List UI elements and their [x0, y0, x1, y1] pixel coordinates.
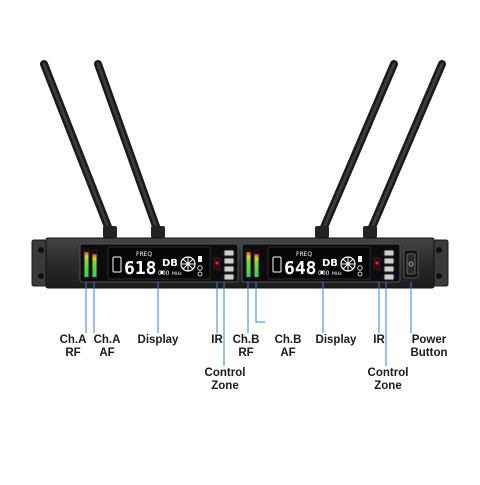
- power-icon: [408, 261, 414, 267]
- ch-b-mic-icon: [358, 256, 362, 262]
- ch-a-db-label: DB: [162, 258, 178, 269]
- callout-control-zone-b: Control Zone: [367, 367, 409, 392]
- ch-a-display: FREQ 618. DB 000 MHz: [107, 246, 211, 280]
- callout-display-a: Display: [137, 334, 179, 346]
- ch-b-control-button-3[interactable]: [383, 265, 395, 273]
- callout-ch-b-rf: Ch.B RF: [232, 334, 260, 359]
- callout-ch-a-af: Ch.A AF: [93, 334, 121, 359]
- callout-control-zone-a: Control Zone: [204, 367, 246, 392]
- ch-b-freq-decimal: 000: [318, 270, 330, 277]
- ch-b-db-label: DB: [322, 258, 338, 269]
- ch-b-freq-unit: MHz: [332, 271, 342, 277]
- ch-b-control-zone[interactable]: [383, 249, 395, 281]
- antenna-bases: [103, 226, 377, 238]
- callout-ir-b: IR: [373, 334, 385, 346]
- ch-b-freq-label: FREQ: [296, 251, 312, 258]
- ch-b-rf-meter: [245, 249, 252, 279]
- power-switch[interactable]: [403, 249, 419, 279]
- callout-ch-b-af: Ch.B AF: [274, 334, 302, 359]
- ch-b-display: FREQ 648. DB 000 MHz: [267, 246, 371, 280]
- callout-power-button: Power Button: [410, 334, 448, 359]
- ch-b-control-button-4[interactable]: [383, 273, 395, 281]
- ch-a-rf-meter: [83, 249, 90, 279]
- ch-a-freq-label: FREQ: [136, 251, 152, 258]
- antenna-a-left: [40, 60, 114, 236]
- ch-b-control-button-2[interactable]: [383, 257, 395, 265]
- ch-b-control-button-1[interactable]: [383, 249, 395, 257]
- antenna-b-left: [318, 60, 398, 236]
- ch-a-control-zone[interactable]: [223, 249, 235, 281]
- callout-display-b: Display: [315, 334, 357, 346]
- ch-a-mic-icon: [198, 256, 202, 262]
- antenna-a-right: [94, 60, 162, 236]
- ch-b-af-meter: [253, 249, 260, 279]
- callout-lines: [85, 282, 412, 366]
- channel-b-panel: FREQ 648. DB 000 MHz: [241, 243, 401, 283]
- callout-ch-a-rf: Ch.A RF: [59, 334, 87, 359]
- ch-a-freq-unit: MHz: [172, 271, 182, 277]
- ch-a-freq-decimal: 000: [158, 270, 170, 277]
- ch-a-control-button-3[interactable]: [223, 265, 235, 273]
- callout-ir-a: IR: [211, 334, 223, 346]
- antenna-b-right: [366, 60, 446, 236]
- ch-a-control-button-1[interactable]: [223, 249, 235, 257]
- ch-a-af-meter: [91, 249, 98, 279]
- ch-a-frequency: 618.: [124, 258, 167, 279]
- ch-b-frequency: 648.: [284, 258, 327, 279]
- ch-a-control-button-4[interactable]: [223, 273, 235, 281]
- ch-a-control-button-2[interactable]: [223, 257, 235, 265]
- channel-a-panel: FREQ 618. DB 000 MHz: [79, 243, 239, 283]
